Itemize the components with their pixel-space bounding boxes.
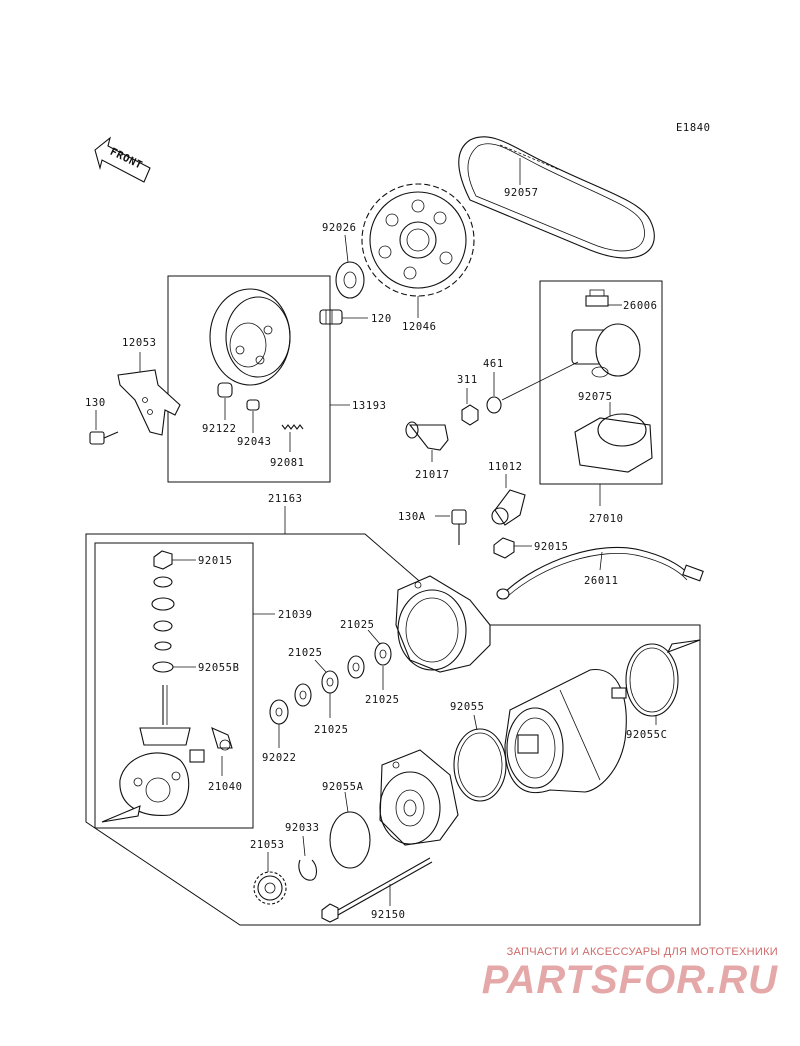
- label-461: 461: [483, 358, 504, 370]
- label-92055C: 92055C: [626, 729, 668, 741]
- label-92055A: 92055A: [322, 781, 364, 793]
- rear-cover: [395, 575, 491, 673]
- label-21053: 21053: [250, 839, 285, 851]
- cap-11012: [491, 489, 526, 526]
- watermark-logo: PARTSFOR.RU: [481, 958, 778, 1002]
- front-arrow-icon: FRONT: [94, 136, 151, 183]
- label-12046: 12046: [402, 321, 437, 333]
- group-box-13193: [167, 275, 331, 483]
- diagram-code: E1840: [676, 122, 711, 134]
- o-ring-92055A: [329, 811, 371, 869]
- label-92081: 92081: [270, 457, 305, 469]
- fuse-26006: [585, 289, 609, 307]
- label-92057: 92057: [504, 187, 539, 199]
- group-box-21039: [94, 542, 254, 829]
- o-ring-92055C: [625, 643, 679, 717]
- label-311: 311: [457, 374, 478, 386]
- relay-27010: [571, 323, 641, 378]
- label-21039: 21039: [278, 609, 313, 621]
- group-box-21163: [85, 533, 701, 926]
- brush-plate: [119, 685, 191, 816]
- group-box-27010: [539, 280, 663, 485]
- spring-92081: [281, 424, 304, 430]
- label-21025-b: 21025: [288, 647, 323, 659]
- label-92150: 92150: [371, 909, 406, 921]
- arrow-left-icon: [101, 805, 141, 823]
- bracket-12053: [117, 369, 181, 436]
- relay-cover-92075: [574, 413, 653, 473]
- pin-92043: [246, 399, 260, 411]
- washer-92022: [269, 699, 289, 725]
- label-120: 120: [371, 313, 392, 325]
- label-92026: 92026: [322, 222, 357, 234]
- label-92055: 92055: [450, 701, 485, 713]
- label-21163: 21163: [268, 493, 303, 505]
- o-ring-92055: [453, 728, 507, 802]
- label-130: 130: [85, 397, 106, 409]
- watermark-caption: ЗАПЧАСТИ И АКСЕССУАРЫ ДЛЯ МОТОТЕХНИКИ: [506, 946, 778, 958]
- brush-spring-21040: [189, 727, 233, 763]
- cap-21017: [405, 421, 449, 451]
- label-92043: 92043: [237, 436, 272, 448]
- bolt-92150: [321, 857, 433, 923]
- label-92022: 92022: [262, 752, 297, 764]
- label-130A: 130A: [398, 511, 426, 523]
- washer-stack: [151, 576, 175, 651]
- label-21025-c: 21025: [314, 724, 349, 736]
- washer-21025-a: [374, 642, 392, 666]
- starter-clutch-13193: [209, 288, 291, 386]
- motor-body: [504, 669, 627, 794]
- sprocket-12046: [361, 183, 475, 297]
- label-92033: 92033: [285, 822, 320, 834]
- washer-21025-c: [321, 670, 339, 694]
- label-92075: 92075: [578, 391, 613, 403]
- arrow-right-icon: [666, 639, 701, 654]
- nut-311: [461, 404, 479, 426]
- washer-92026: [335, 261, 365, 299]
- label-13193: 13193: [352, 400, 387, 412]
- label-92015-b: 92015: [534, 541, 569, 553]
- bolt-130A: [451, 509, 467, 545]
- label-92015-a: 92015: [198, 555, 233, 567]
- chain-92057: [458, 136, 655, 259]
- washer-21025-b: [347, 655, 365, 679]
- label-11012: 11012: [488, 461, 523, 473]
- label-12053: 12053: [122, 337, 157, 349]
- nut-92015-stack: [153, 550, 173, 570]
- nut-92015-cable: [493, 537, 515, 559]
- roller-92122: [217, 382, 233, 398]
- washer-461: [486, 396, 502, 414]
- label-27010: 27010: [589, 513, 624, 525]
- label-21025-a: 21025: [340, 619, 375, 631]
- watermark: ЗАПЧАСТИ И АКСЕССУАРЫ ДЛЯ МОТОТЕХНИКИ PA…: [482, 946, 778, 1000]
- label-92122: 92122: [202, 423, 237, 435]
- label-26006: 26006: [623, 300, 658, 312]
- label-26011: 26011: [584, 575, 619, 587]
- gear-21053: [253, 871, 287, 905]
- label-21017: 21017: [415, 469, 450, 481]
- washer-21025-d: [294, 683, 312, 707]
- o-ring-92055B: [152, 661, 174, 673]
- circlip-92033: [298, 859, 318, 881]
- label-21025-d: 21025: [365, 694, 400, 706]
- label-92055B: 92055B: [198, 662, 240, 674]
- front-cover: [379, 749, 459, 846]
- cable-26011: [496, 546, 704, 600]
- bolt-130: [89, 431, 119, 445]
- label-21040: 21040: [208, 781, 243, 793]
- shaft-120: [319, 309, 343, 325]
